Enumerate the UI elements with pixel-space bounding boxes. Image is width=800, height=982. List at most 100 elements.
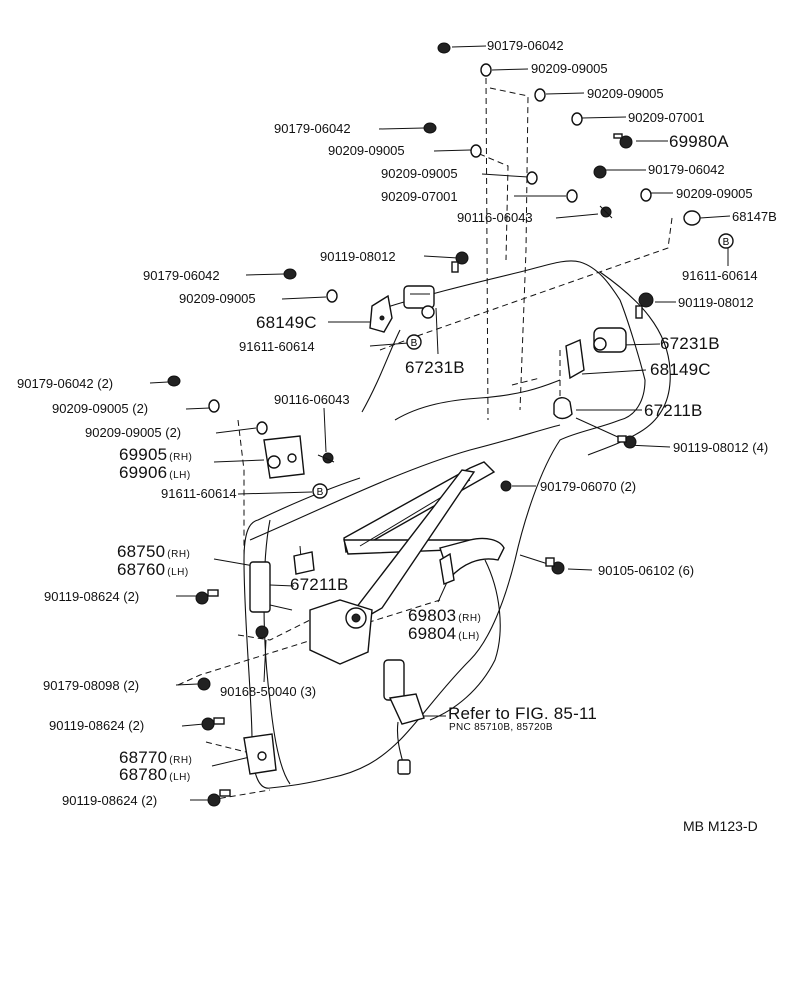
part-number: 90209-09005 — [179, 291, 256, 306]
part-number: 90209-09005 — [531, 61, 608, 76]
washer-icon — [526, 171, 538, 185]
svg-text:B: B — [723, 237, 730, 248]
part-number: 67231B — [405, 358, 465, 377]
part-number: 68147B — [732, 209, 777, 224]
part-number-lh: 68760(LH) — [117, 560, 189, 579]
stopper-68147b — [683, 210, 701, 226]
part-number: 90179-08098 (2) — [43, 678, 140, 693]
part-number: 90179-06042 — [648, 162, 725, 177]
part-number: 67211B — [290, 575, 349, 594]
bolt-icon — [451, 251, 469, 273]
bracket-right — [565, 338, 585, 380]
part-number: 90116-06043 — [457, 210, 533, 225]
screw-icon — [317, 452, 335, 464]
part-number: 68149C — [256, 313, 317, 332]
reference-note: Refer to FIG. 85-11 — [448, 704, 597, 723]
b-clip: B — [718, 233, 734, 249]
part-number: 67231B — [660, 334, 720, 353]
part-number: 90209-09005 — [676, 186, 753, 201]
bolt-icon — [545, 557, 565, 575]
glass-run-dashed-rear — [489, 87, 529, 411]
bolt-icon — [195, 589, 219, 605]
washer-icon — [283, 268, 297, 280]
power-window-motor — [383, 659, 425, 775]
door-check-link — [249, 561, 295, 613]
window-regulator — [309, 461, 505, 665]
screw-icon — [613, 133, 633, 149]
part-number-rh: 68750(RH) — [117, 542, 191, 561]
b-clip: B — [312, 483, 328, 499]
part-number: 90179-06042 — [143, 268, 220, 283]
washer-icon — [566, 189, 578, 203]
door-lower-curve — [429, 559, 501, 721]
bolt-icon — [207, 789, 231, 807]
part-number: 90209-07001 — [628, 110, 705, 125]
part-number: 69980A — [669, 132, 729, 151]
part-number: 90119-08012 — [678, 295, 754, 310]
part-number: 90105-06102 (6) — [598, 563, 695, 578]
b-clip: B — [406, 334, 422, 350]
part-number-lh: 69906(LH) — [119, 463, 191, 482]
part-number: 90209-09005 — [381, 166, 458, 181]
part-number: 90179-06042 (2) — [17, 376, 114, 391]
door-hinge-upper — [263, 435, 305, 479]
door-inner-outline — [361, 329, 561, 421]
figure-code: MB M123-D — [683, 818, 758, 834]
part-number: 67211B — [644, 401, 703, 420]
washer-icon — [437, 42, 451, 54]
washer-icon — [197, 677, 211, 691]
part-number: 90209-09005 — [328, 143, 405, 158]
part-number: 91611-60614 — [682, 268, 758, 283]
door-panel-outline — [243, 260, 646, 789]
part-number: 90209-09005 (2) — [52, 401, 149, 416]
part-number: 91611-60614 — [161, 486, 237, 501]
washer-icon — [640, 188, 652, 202]
washer-icon — [256, 421, 268, 435]
mount-dashed — [237, 609, 331, 641]
washer-icon — [167, 375, 181, 387]
washer-icon — [571, 112, 583, 126]
door-belt-line — [249, 424, 561, 541]
belt-dashed — [379, 217, 673, 351]
part-number: 90179-06070 (2) — [540, 479, 637, 494]
washer-icon — [500, 480, 512, 492]
part-number: 90119-08624 (2) — [62, 793, 158, 808]
washer-icon — [326, 289, 338, 303]
washer-icon — [470, 144, 482, 158]
part-number-lh: 68780(LH) — [119, 765, 191, 784]
washer-icon — [593, 165, 607, 179]
glass-guide-roller-right — [593, 327, 627, 353]
bracket-upper-left — [369, 294, 393, 333]
part-number-rh: 69905(RH) — [119, 445, 193, 464]
part-number-lh: 69804(LH) — [408, 624, 480, 643]
part-number: 90168-50040 (3) — [220, 684, 317, 699]
part-number: 90209-09005 — [587, 86, 664, 101]
stopper-lower — [293, 551, 315, 575]
bolt-parts — [195, 133, 654, 807]
part-number-rh: 69803(RH) — [408, 606, 482, 625]
washer-icon — [480, 63, 492, 77]
glass-guide-roller-upper — [403, 285, 435, 319]
part-number: 90119-08624 (2) — [49, 718, 145, 733]
part-number: 90119-08012 (4) — [673, 440, 769, 455]
bolt-icon — [617, 435, 637, 449]
glass-run-dashed-front — [485, 77, 489, 421]
part-number: 90119-08624 (2) — [44, 589, 140, 604]
svg-text:B: B — [317, 487, 324, 498]
washer-icon — [534, 88, 546, 102]
part-number: 90179-06042 — [487, 38, 564, 53]
bolt-icon — [635, 292, 654, 319]
part-number: 90209-07001 — [381, 189, 458, 204]
bolt-icon — [201, 717, 225, 731]
part-number: 68149C — [650, 360, 711, 379]
part-number: 90119-08012 — [320, 249, 396, 264]
part-number: 90116-06043 — [274, 392, 350, 407]
svg-text:B: B — [411, 338, 418, 349]
part-number: 90179-06042 — [274, 121, 351, 136]
rear-dashed — [511, 350, 561, 420]
door-hinge-lower — [243, 733, 277, 775]
screw-icon — [599, 205, 613, 219]
stopper-right — [553, 397, 573, 420]
part-number: 90209-09005 (2) — [85, 425, 182, 440]
